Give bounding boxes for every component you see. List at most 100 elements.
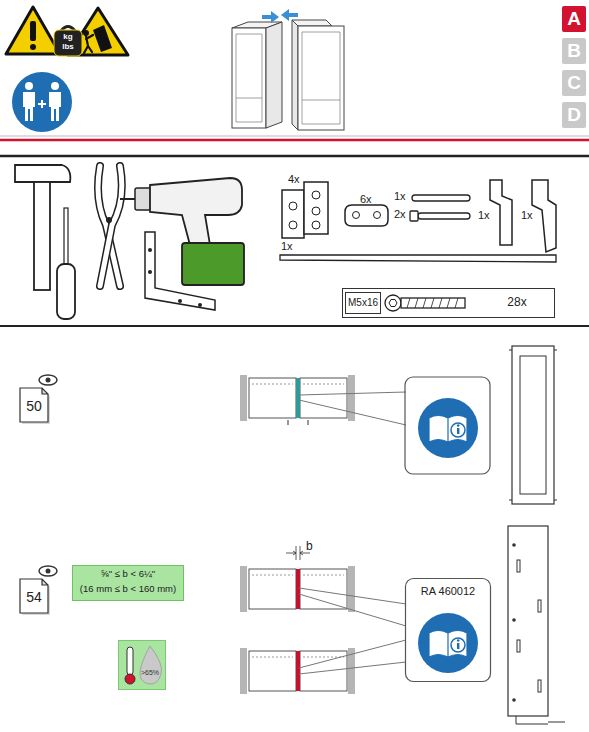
eye-icon: [39, 375, 57, 385]
weight-warning-sign-shape: [3, 4, 83, 60]
page-reference: 50: [18, 372, 60, 424]
panel-outline: [508, 526, 548, 716]
connecting-plate: [345, 205, 388, 226]
drill-bit: [120, 198, 136, 200]
section-tab: B: [562, 38, 586, 64]
joint-strip: [296, 651, 300, 691]
bracket-plate: [304, 182, 328, 234]
info-dot-circle: [451, 638, 465, 652]
info-mark: [457, 428, 459, 434]
pliers-pivot: [106, 217, 112, 223]
info-mark: [457, 643, 459, 649]
hammer-handle: [34, 182, 50, 290]
node-text: kg: [55, 33, 81, 42]
node-text: A: [562, 9, 586, 30]
quantity-label: 1x: [478, 209, 490, 221]
humidity-icon-shape: [118, 640, 166, 690]
side-wall: [348, 375, 355, 421]
side-wall: [348, 566, 355, 612]
person-body: [23, 92, 35, 121]
person-head: [51, 82, 59, 90]
screwdriver: [57, 208, 75, 319]
node-text: B: [562, 41, 586, 62]
side-panel: [509, 346, 557, 504]
panel-slot: [538, 680, 541, 692]
dimension-label: b: [306, 540, 313, 553]
manual-circle: [418, 398, 478, 458]
tipping-cabinet: [93, 25, 112, 52]
tab-fill: [562, 38, 586, 64]
cabinet-plan: [240, 648, 355, 694]
page-outline: [20, 579, 48, 613]
panel-hole: [512, 543, 516, 547]
panel-slot: [517, 560, 520, 572]
node-text: M5x16: [345, 297, 381, 308]
info-callout: [405, 377, 490, 474]
section-tab: A: [562, 6, 586, 32]
pliers-arm: [100, 166, 122, 286]
cabinets-illustration: [232, 9, 344, 130]
note-fill: [73, 566, 184, 601]
manual-icon: [418, 398, 478, 458]
cabinet-front: [298, 26, 344, 130]
quantity-label: 6x: [360, 193, 372, 205]
bracket-hole: [312, 191, 320, 199]
page-reference: 54: [18, 563, 60, 615]
bracket-plate: [282, 190, 304, 238]
hinge-bracket: [282, 182, 328, 238]
warning-triangle: [6, 7, 60, 54]
node-text: lbs: [55, 43, 81, 52]
dimension-note: ⅝" ≤ b < 6¼"(16 mm ≤ b < 160 mm): [72, 565, 184, 601]
drill-body: [150, 178, 242, 245]
bracket-hole: [312, 221, 320, 229]
drill: [120, 178, 244, 285]
separator-line: [0, 136, 589, 137]
screw-shaft: [401, 298, 465, 308]
bracket-hole: [289, 202, 297, 210]
tab-fill: [562, 70, 586, 96]
box-outline: [346, 293, 381, 314]
separator-line: [0, 325, 589, 327]
icon-fill: [119, 641, 166, 690]
cabinet-detail: [236, 34, 262, 122]
separator-line: [0, 139, 589, 142]
drill-chuck: [135, 188, 151, 210]
quantity-label: 4x: [288, 173, 300, 185]
side-wall: [240, 566, 247, 612]
pin-head: [410, 211, 418, 221]
separator-line: [0, 155, 589, 158]
book-shape: [429, 416, 467, 443]
eye-pupil: [46, 378, 51, 383]
leader-line: [299, 392, 406, 425]
bracket-shape: [145, 232, 215, 310]
mounting-bracket: [490, 180, 512, 245]
screwdriver-handle: [57, 264, 75, 319]
node-text: 50: [20, 399, 48, 414]
angle-bracket: [145, 232, 215, 310]
eye-icon: [39, 566, 57, 576]
node-text: 54: [20, 590, 48, 605]
screw-thread: [407, 298, 458, 308]
two-person-sign: [12, 72, 72, 132]
book-shape: [429, 631, 467, 658]
pin: [418, 213, 470, 219]
quantity-label: 1x: [281, 240, 293, 252]
node-text: C: [562, 73, 586, 94]
page-reference-shape: [18, 563, 60, 615]
leader-line: [299, 588, 406, 674]
tick-mark: [288, 420, 308, 425]
node-text: (16 mm ≤ b < 160 mm): [72, 584, 184, 594]
bracket-hole: [289, 221, 297, 229]
weight-warning-sign: kglbs: [3, 4, 83, 60]
node-text: 28x: [492, 296, 542, 309]
person-head: [25, 82, 33, 90]
drill-battery: [182, 243, 244, 285]
box-outline: [343, 289, 555, 318]
panel-hole: [512, 698, 516, 702]
plate-hole: [353, 212, 360, 219]
side-wall: [240, 375, 247, 421]
page-reference-shape: [18, 372, 60, 424]
pliers-arm: [100, 166, 122, 286]
bracket-hole: [148, 270, 152, 274]
